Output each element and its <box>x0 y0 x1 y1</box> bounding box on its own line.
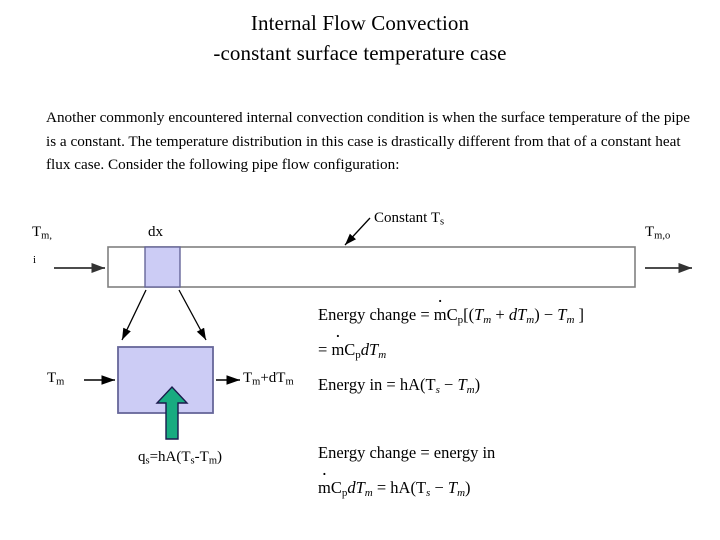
cv-outlet-temperature-label: Tm+dTm <box>243 370 294 388</box>
constant-surface-temperature-label: Constant Ts <box>374 210 445 228</box>
page-title: Internal Flow Convection -constant surfa… <box>0 8 720 68</box>
pipe-body <box>107 246 636 288</box>
expansion-arrow-right <box>178 289 207 341</box>
expansion-arrow-left <box>121 289 147 341</box>
equation-balance-statement: Energy change = energy in <box>318 443 496 462</box>
mdot-symbol-2: m <box>331 340 344 359</box>
dx-label: dx <box>148 224 163 240</box>
equation-energy-in: Energy in = hA(Ts − Tm) <box>318 375 481 396</box>
outlet-temperature-label: Tm,o <box>645 224 671 242</box>
equation-energy-change-expanded: Energy change = mCp[(Tm + dTm) − Tm ] <box>318 305 584 330</box>
equation-energy-change-simplified: = mCpdTm <box>318 340 386 365</box>
title-line-1: Internal Flow Convection <box>250 11 470 35</box>
title-line-2: -constant surface temperature case <box>213 41 507 65</box>
heat-flux-arrow <box>155 385 189 440</box>
mdot-symbol-1: m <box>434 305 447 324</box>
equation-balance-final: mCpdTm = hA(Ts − Tm) <box>318 478 471 503</box>
intro-paragraph: Another commonly encountered internal co… <box>46 109 690 173</box>
dx-slice <box>144 246 181 288</box>
inlet-temperature-label-subscript: i <box>33 254 37 266</box>
cv-inlet-temperature-label: Tm <box>47 370 65 388</box>
mdot-symbol-3: m <box>318 478 331 497</box>
inlet-temperature-label: Tm, <box>32 224 52 242</box>
constant-ts-pointer <box>344 217 371 246</box>
heat-flux-equation-label: qs=hA(Ts-Tm) <box>138 449 222 467</box>
